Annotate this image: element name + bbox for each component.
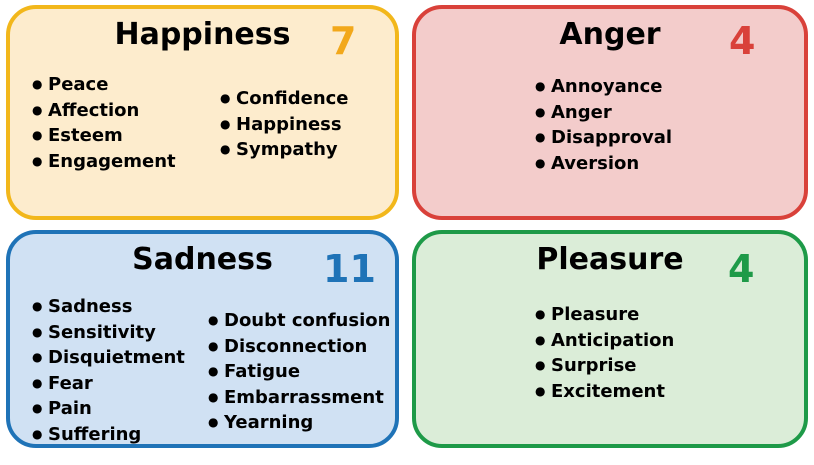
sadness-list-col1: SadnessSensitivityDisquietmentFearPainSu… bbox=[32, 294, 185, 445]
happiness-list-col2: ConfidenceHappinessSympathy bbox=[220, 86, 349, 163]
list-item: Doubt confusion bbox=[208, 308, 390, 334]
sadness-list-col2: Doubt confusionDisconnectionFatigueEmbar… bbox=[208, 308, 390, 436]
list-item: Disquietment bbox=[32, 345, 185, 371]
pleasure-card: Pleasure 4 PleasureAnticipationSurpriseE… bbox=[412, 230, 808, 448]
list-item: Excitement bbox=[535, 379, 674, 405]
list-item: Engagement bbox=[32, 149, 176, 175]
list-item: Affection bbox=[32, 98, 176, 124]
list-item: Suffering bbox=[32, 422, 185, 445]
list-item: Confidence bbox=[220, 86, 349, 112]
pleasure-count: 4 bbox=[728, 247, 755, 291]
list-item: Embarrassment bbox=[208, 385, 390, 411]
list-item: Disapproval bbox=[535, 125, 672, 151]
list-item: Disconnection bbox=[208, 334, 390, 360]
list-item: Peace bbox=[32, 72, 176, 98]
anger-card: Anger 4 AnnoyanceAngerDisapprovalAversio… bbox=[412, 5, 808, 220]
sadness-count: 11 bbox=[323, 247, 376, 291]
sadness-card: Sadness 11 SadnessSensitivityDisquietmen… bbox=[6, 230, 399, 448]
list-item: Surprise bbox=[535, 353, 674, 379]
list-item: Aversion bbox=[535, 151, 672, 177]
list-item: Sympathy bbox=[220, 137, 349, 163]
list-item: Annoyance bbox=[535, 74, 672, 100]
pleasure-title: Pleasure bbox=[536, 242, 684, 277]
list-item: Yearning bbox=[208, 410, 390, 436]
sadness-title: Sadness bbox=[132, 242, 273, 277]
list-item: Sadness bbox=[32, 294, 185, 320]
pleasure-list-col1: PleasureAnticipationSurpriseExcitement bbox=[535, 302, 674, 404]
list-item: Esteem bbox=[32, 123, 176, 149]
anger-list-col1: AnnoyanceAngerDisapprovalAversion bbox=[535, 74, 672, 176]
happiness-title: Happiness bbox=[114, 17, 291, 52]
list-item: Fatigue bbox=[208, 359, 390, 385]
list-item: Anticipation bbox=[535, 328, 674, 354]
list-item: Happiness bbox=[220, 112, 349, 138]
happiness-card: Happiness 7 PeaceAffectionEsteemEngageme… bbox=[6, 5, 399, 220]
list-item: Fear bbox=[32, 371, 185, 397]
happiness-list-col1: PeaceAffectionEsteemEngagement bbox=[32, 72, 176, 174]
list-item: Sensitivity bbox=[32, 320, 185, 346]
list-item: Anger bbox=[535, 100, 672, 126]
anger-count: 4 bbox=[729, 19, 756, 63]
anger-title: Anger bbox=[559, 17, 661, 52]
happiness-count: 7 bbox=[330, 19, 357, 63]
list-item: Pleasure bbox=[535, 302, 674, 328]
list-item: Pain bbox=[32, 396, 185, 422]
